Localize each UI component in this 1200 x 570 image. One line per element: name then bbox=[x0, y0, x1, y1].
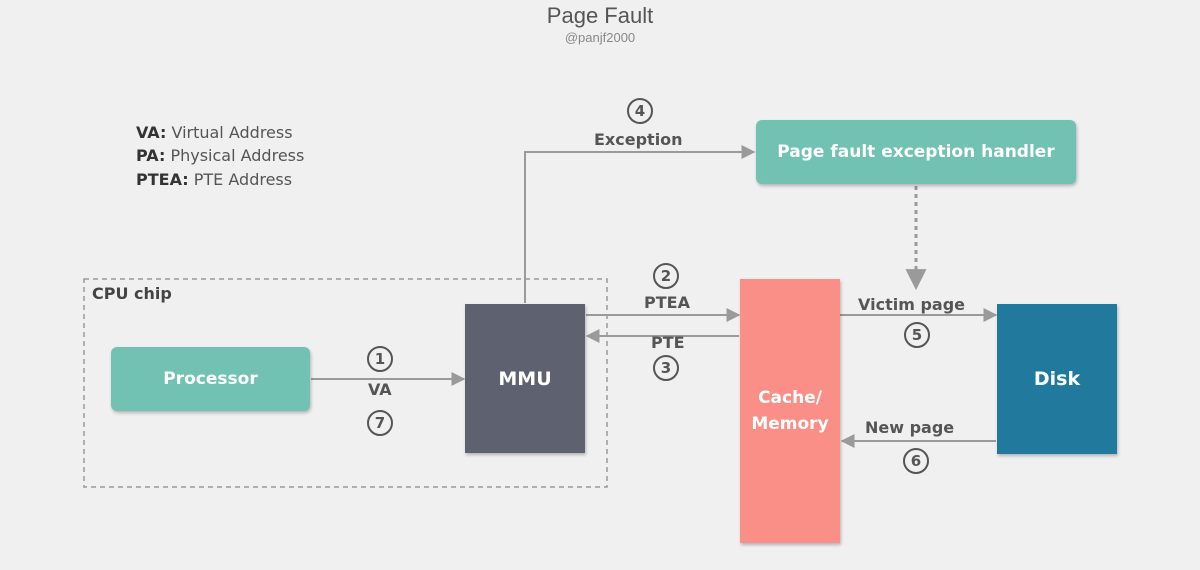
ptea-label: PTEA bbox=[644, 293, 690, 312]
cpu-chip-label: CPU chip bbox=[92, 284, 172, 303]
legend-key: VA: bbox=[136, 123, 167, 142]
memory-label-line2: Memory bbox=[751, 414, 829, 434]
legend-ptea: PTEA: PTE Address bbox=[136, 170, 292, 189]
cache-memory-node: Cache/ Memory bbox=[740, 279, 840, 543]
step-1-badge: 1 bbox=[367, 346, 393, 372]
disk-label: Disk bbox=[1033, 368, 1081, 390]
step-3-badge: 3 bbox=[653, 355, 679, 381]
legend-value: PTE Address bbox=[193, 170, 293, 189]
diagram-title: Page Fault bbox=[546, 3, 654, 28]
exception-arrow bbox=[524, 145, 756, 303]
mmu-label: MMU bbox=[498, 367, 552, 390]
va-label: VA bbox=[368, 380, 392, 399]
legend-value: Virtual Address bbox=[171, 123, 293, 142]
legend-value: Physical Address bbox=[170, 146, 305, 165]
exception-handler-node: Page fault exception handler bbox=[756, 120, 1076, 184]
disk-node: Disk bbox=[997, 304, 1117, 454]
step-5-badge: 5 bbox=[904, 322, 930, 348]
pte-label: PTE bbox=[651, 333, 685, 352]
processor-node: Processor bbox=[111, 347, 310, 411]
victim-page-label: Victim page bbox=[858, 295, 965, 314]
legend-va: VA: Virtual Address bbox=[136, 123, 293, 142]
step-4-badge: 4 bbox=[627, 98, 653, 124]
memory-label-line1: Cache/ bbox=[758, 388, 822, 408]
step-7-badge: 7 bbox=[367, 410, 393, 436]
handler-label: Page fault exception handler bbox=[777, 142, 1055, 162]
step-2-badge: 2 bbox=[653, 263, 679, 289]
diagram-subtitle: @panjf2000 bbox=[564, 30, 636, 45]
legend-key: PA: bbox=[136, 146, 166, 165]
processor-label: Processor bbox=[163, 369, 258, 389]
exception-label: Exception bbox=[594, 130, 683, 149]
legend-key: PTEA: bbox=[136, 170, 189, 189]
step-6-badge: 6 bbox=[903, 448, 929, 474]
new-page-label: New page bbox=[865, 418, 955, 437]
cpu-chip-boundary bbox=[83, 278, 608, 488]
legend-pa: PA: Physical Address bbox=[136, 146, 304, 165]
mmu-node: MMU bbox=[465, 304, 585, 453]
